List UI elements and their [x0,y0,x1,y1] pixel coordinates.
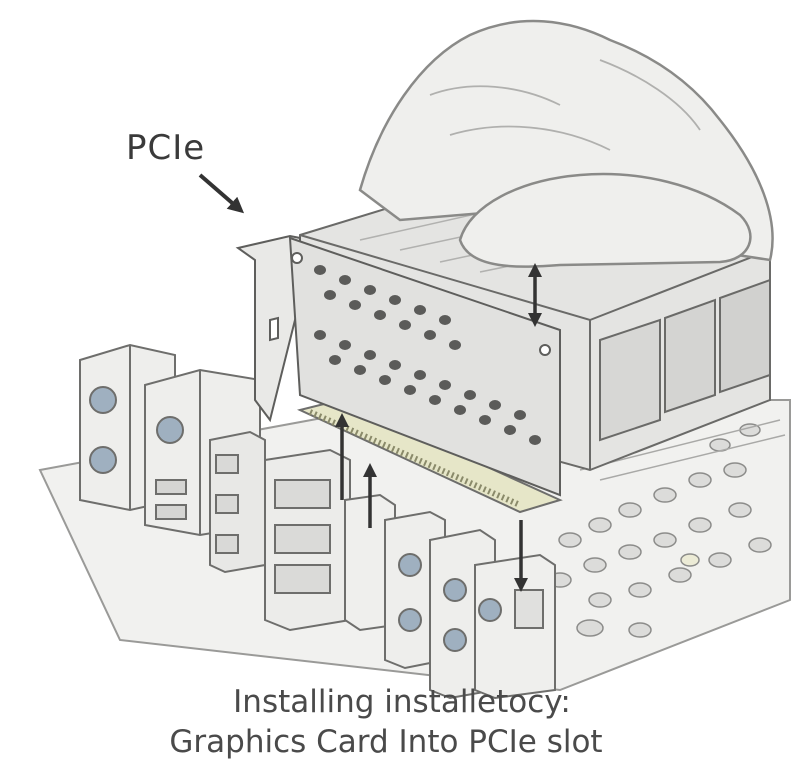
io-ports [79,343,556,700]
pcie-bracket [235,234,561,497]
caption-line-2: Graphics Card Into PCIe slot [169,724,603,760]
hand [358,19,774,268]
pcie-callout-label: PCIe [126,128,206,168]
arrow-pointer-icon [198,173,245,214]
caption-line-1: Installing installetocy: [233,684,571,720]
